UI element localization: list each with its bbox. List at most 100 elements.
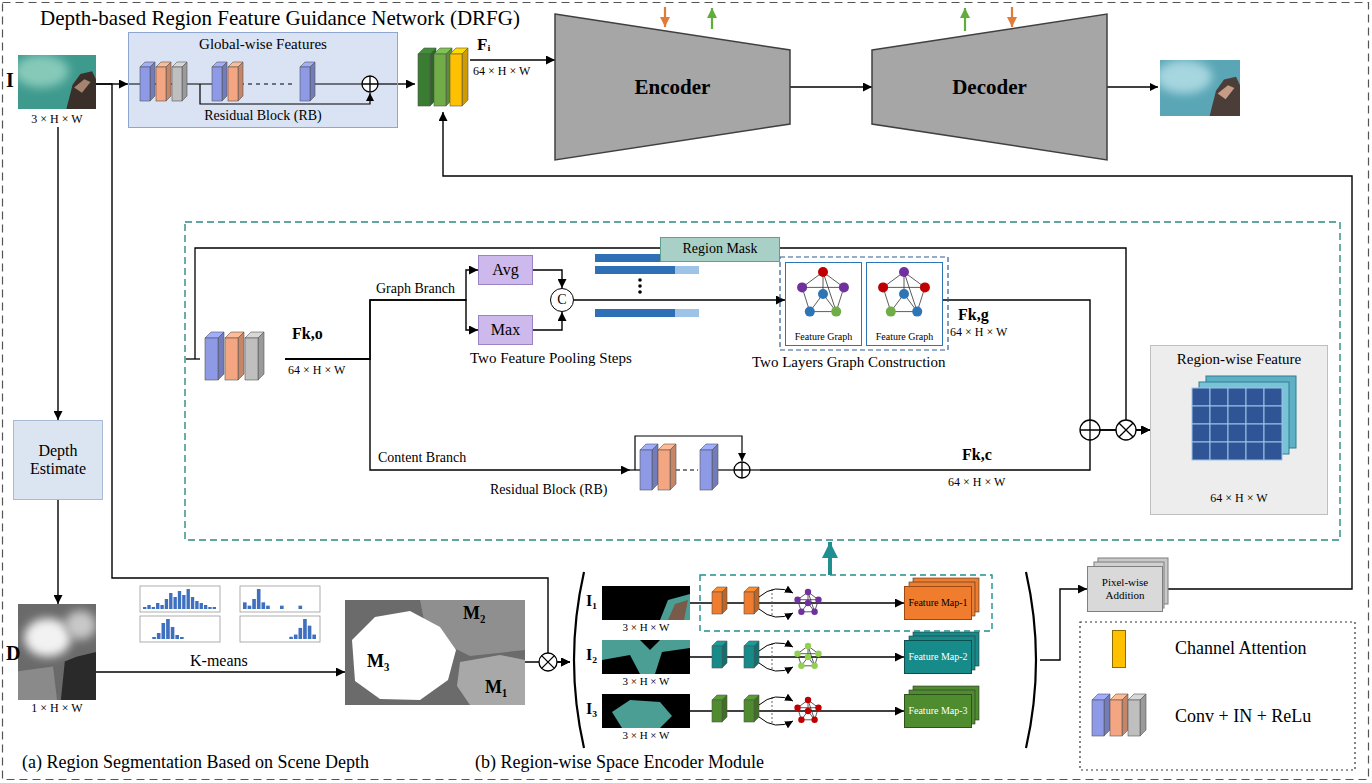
picture-ground xyxy=(602,586,690,620)
histogram-bar xyxy=(182,595,185,609)
residual-block: Residual Block (RB) xyxy=(630,446,760,494)
histogram-bar xyxy=(143,607,146,609)
histogram-bar xyxy=(248,606,252,609)
histogram-frame xyxy=(240,616,320,642)
histogram-bar xyxy=(312,609,316,610)
connector xyxy=(443,112,1352,589)
wire xyxy=(676,469,698,470)
wire xyxy=(750,469,760,470)
histogram-bar xyxy=(299,628,303,639)
node-label: I xyxy=(6,69,14,92)
histogram-bar xyxy=(312,635,316,639)
block-side xyxy=(670,444,676,490)
wire xyxy=(1107,86,1158,87)
graph-vertex xyxy=(899,289,909,299)
region-image: I₂3 × H × W xyxy=(586,640,690,690)
node-label: Decoder xyxy=(952,75,1027,99)
wire xyxy=(195,248,660,359)
picture-shape xyxy=(66,71,96,109)
graph-vertex xyxy=(839,282,849,292)
node-label: Pixel-wise Addition xyxy=(1088,576,1162,601)
region-feature-box: Region-wise Feature64 × H × W xyxy=(1150,345,1328,515)
feature-cell xyxy=(1210,406,1228,424)
histogram-bar xyxy=(308,609,312,610)
node-label: Depth Estimate xyxy=(14,442,102,479)
bracket-outline xyxy=(1026,572,1036,748)
feature-cell xyxy=(1264,442,1282,460)
legend-frame xyxy=(1080,622,1355,770)
wire xyxy=(772,643,773,671)
histogram-bar xyxy=(248,639,252,640)
connector xyxy=(96,84,570,662)
block-side xyxy=(754,695,759,722)
histogram-frame xyxy=(240,586,320,612)
histogram-bar xyxy=(178,591,181,609)
wire xyxy=(759,697,793,705)
wire xyxy=(964,8,966,31)
histogram-bar xyxy=(252,639,256,640)
block-front xyxy=(205,338,218,380)
feature-cell xyxy=(1192,424,1210,442)
connector xyxy=(285,270,478,359)
block-front xyxy=(418,54,430,106)
diagram-title: Depth-based Region Feature Guidance Netw… xyxy=(40,6,520,30)
connector xyxy=(533,312,562,330)
histogram-bar xyxy=(252,599,256,609)
block-front xyxy=(172,67,182,101)
wire xyxy=(664,7,666,27)
product-symbol xyxy=(539,653,557,671)
graph-vertex xyxy=(899,267,909,277)
trapezoid-outline xyxy=(872,14,1107,160)
bracket-outline xyxy=(574,572,584,748)
block-front xyxy=(225,338,238,380)
wire xyxy=(711,8,713,29)
block-side xyxy=(1122,694,1128,736)
node-label: Feature Graph xyxy=(786,331,861,343)
block-side xyxy=(722,641,727,668)
feature-ground xyxy=(1150,345,1328,515)
feature-cell xyxy=(1246,442,1264,460)
graph-vertex xyxy=(878,282,888,292)
pooled-vector xyxy=(675,309,699,317)
histogram-bar xyxy=(173,597,176,609)
connector xyxy=(285,300,478,359)
block-side xyxy=(310,62,315,101)
graph-vertex xyxy=(798,609,804,615)
histogram-bar xyxy=(294,635,298,639)
graph-vertex xyxy=(805,643,811,649)
histogram-bar xyxy=(271,609,275,610)
node-label: I₃ xyxy=(586,700,597,718)
conv-block: Fk,o64 × H × W xyxy=(200,334,285,384)
feature-cell xyxy=(1210,442,1228,460)
node-label: 64 × H × W xyxy=(1151,492,1327,506)
feature-cell xyxy=(1228,406,1246,424)
block-front xyxy=(1110,700,1122,736)
histogram-bar xyxy=(165,599,168,609)
connector xyxy=(574,299,785,300)
block-front xyxy=(1128,700,1140,736)
region-image: I₃3 × H × W xyxy=(586,694,690,744)
block-front xyxy=(212,67,222,101)
wire xyxy=(759,717,793,725)
annotation-label: Two Layers Graph Construction xyxy=(752,354,946,371)
graph-vertex xyxy=(886,307,896,317)
picture-shape xyxy=(18,55,69,87)
histogram-bar xyxy=(275,609,279,610)
picture-shape xyxy=(1160,60,1212,94)
histogram-bar xyxy=(266,606,270,609)
product-symbol xyxy=(542,656,555,669)
region-shape xyxy=(457,655,525,705)
histogram-bar xyxy=(289,609,293,610)
depth-map-image: D1 × H × W xyxy=(4,604,96,718)
edge-label: Graph Branch xyxy=(374,281,457,297)
histogram-bar xyxy=(189,639,193,640)
histogram-bar xyxy=(194,639,198,640)
node-label: Residual Block (RB) xyxy=(490,482,607,498)
histogram-bar xyxy=(212,639,216,640)
graph-vertex xyxy=(805,589,811,595)
block-side xyxy=(222,62,227,101)
histogram-bar xyxy=(187,589,190,609)
picture-shape xyxy=(612,700,672,728)
legend-label: Channel Attention xyxy=(1175,638,1306,659)
histogram-bar xyxy=(157,633,161,639)
